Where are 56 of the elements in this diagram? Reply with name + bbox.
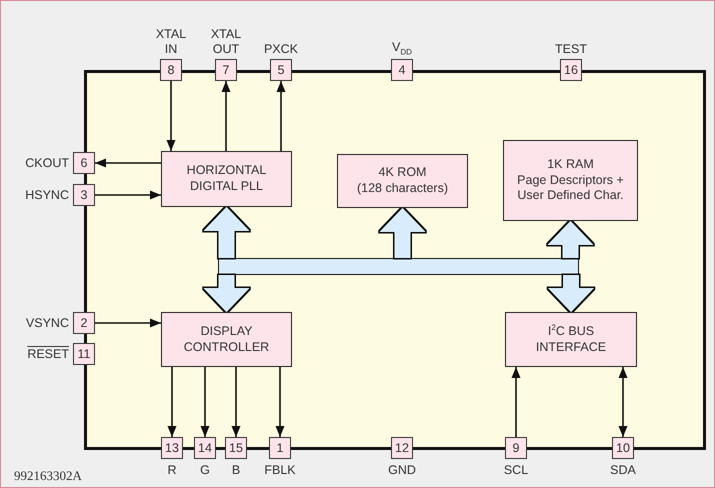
signal-arrow xyxy=(232,367,240,437)
pin-name: B xyxy=(232,463,240,478)
function-block: 1K RAM Page Descriptors + User Defined Char. xyxy=(503,140,638,221)
signal-arrow xyxy=(276,367,284,437)
pin-name: V$_{DD}$ xyxy=(392,40,412,57)
signal-arrow xyxy=(168,367,176,437)
signal-arrow xyxy=(222,81,230,151)
pin-name: VSYNC xyxy=(26,316,69,330)
function-block: HORIZONTAL DIGITAL PLL xyxy=(161,151,292,207)
pin-number: 12 xyxy=(391,437,413,459)
pin-number: 9 xyxy=(505,437,527,459)
pin-name: GND xyxy=(388,463,416,478)
pin-name: TEST xyxy=(555,42,587,57)
function-block: 4K ROM (128 characters) xyxy=(337,154,468,208)
signal-arrow xyxy=(95,318,161,328)
bus-arrow xyxy=(204,207,250,258)
pin-number: 7 xyxy=(215,59,237,81)
pin-name: RESET xyxy=(27,346,69,362)
signal-arrow xyxy=(166,81,176,151)
pin-name: R xyxy=(167,463,177,478)
function-block: DISPLAY CONTROLLER xyxy=(161,312,292,367)
pin-name: HSYNC xyxy=(25,188,69,202)
pin-name: FBLK xyxy=(264,463,296,478)
signal-arrow xyxy=(200,367,210,437)
bus-arrow xyxy=(204,275,250,312)
signal-arrow xyxy=(512,367,520,437)
pin-number: 11 xyxy=(73,343,95,365)
pin-number: 4 xyxy=(391,59,413,81)
pin-number: 13 xyxy=(161,437,183,459)
pin-number: 10 xyxy=(612,437,634,459)
pin-number: 5 xyxy=(270,59,292,81)
figure-number: 992163302A xyxy=(14,468,82,484)
pin-number: 1 xyxy=(269,437,291,459)
pin-name: XTAL IN xyxy=(154,27,188,57)
bus-arrow xyxy=(548,275,594,312)
pin-name: SCL xyxy=(504,463,528,478)
signal-arrow xyxy=(618,367,628,437)
signal-arrow xyxy=(95,158,161,168)
pin-number: 8 xyxy=(160,59,182,81)
pin-number: 16 xyxy=(560,59,582,81)
pin-number: 3 xyxy=(73,184,95,206)
pin-number: 14 xyxy=(194,437,216,459)
pin-number: 2 xyxy=(73,312,95,334)
pin-number: 15 xyxy=(225,437,247,459)
pin-number: 6 xyxy=(73,152,95,174)
signal-arrow xyxy=(276,81,286,151)
bus-arrow xyxy=(548,221,594,258)
pin-name: XTAL OUT xyxy=(210,27,242,57)
pin-name: SDA xyxy=(610,463,636,478)
signal-arrow xyxy=(95,190,161,200)
pin-name: G xyxy=(200,463,210,478)
data-bus-bar xyxy=(218,258,579,275)
pin-name: PXCK xyxy=(264,42,298,57)
function-block: I$^{2}$C BUS INTERFACE xyxy=(505,312,637,367)
pin-name: CKOUT xyxy=(25,156,69,170)
bus-arrow xyxy=(380,208,426,258)
